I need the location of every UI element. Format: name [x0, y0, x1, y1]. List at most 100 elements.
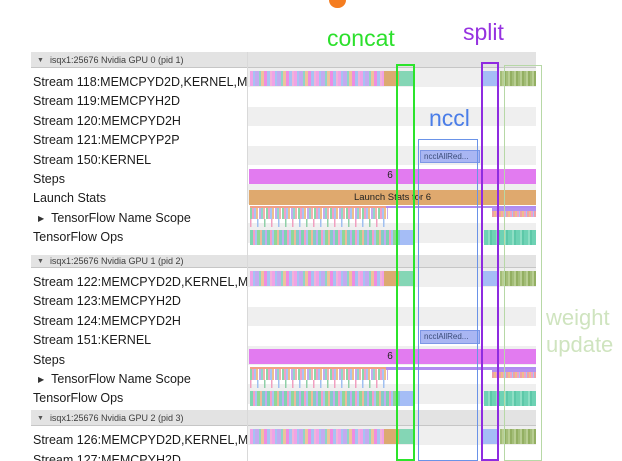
stream-split-segment[interactable] — [482, 271, 498, 286]
annotation-weight-update-line2: update — [546, 332, 614, 357]
row-background — [248, 306, 536, 327]
steps-bar-label: 6 — [387, 350, 393, 362]
stream-split-segment[interactable] — [482, 71, 498, 86]
stream-activity-stripes[interactable] — [250, 271, 384, 286]
row-label-text: Stream 151:KERNEL — [33, 333, 152, 348]
annotation-concat: concat — [327, 25, 395, 51]
row-label-ncclbar: Stream 150:KERNEL — [33, 153, 247, 168]
stream-memcpy-orange-segment[interactable] — [384, 271, 399, 286]
row-label-namescope[interactable]: ▶ TensorFlow Name Scope — [33, 211, 247, 226]
row-label-text: Steps — [33, 352, 65, 367]
row-label-empty: Stream 119:MEMCPYH2D — [33, 94, 247, 109]
annotation-weight-update: weight update — [546, 304, 613, 358]
row-background — [248, 106, 536, 127]
name-scope-tick-comb-descenders[interactable] — [250, 380, 388, 388]
tf-ops-stripes[interactable] — [250, 230, 400, 246]
nccl-allreduce-bar-label: ncclAllRed... — [424, 332, 469, 342]
name-scope-right-cluster[interactable] — [492, 369, 536, 378]
row-label-ops: TensorFlow Ops — [33, 230, 247, 245]
name-scope-tick-comb-descenders[interactable] — [250, 218, 388, 227]
row-label-empty: Stream 123:MEMCPYH2D — [33, 294, 247, 309]
steps-bar[interactable] — [249, 349, 536, 365]
launch-stats-bar[interactable] — [249, 189, 536, 205]
name-scope-tick-comb[interactable] — [250, 369, 388, 380]
stream-memcpy-orange-segment[interactable] — [384, 429, 399, 444]
tf-ops-blue-chip[interactable] — [400, 230, 413, 246]
split-box — [481, 62, 499, 461]
stream-weight-update-segment[interactable] — [500, 429, 536, 444]
tf-ops-blue-chip[interactable] — [400, 391, 413, 407]
row-label-text: Steps — [33, 172, 65, 186]
row-label-text: TensorFlow Name Scope — [51, 372, 191, 386]
nccl-box — [418, 139, 478, 461]
annotation-weight-update-line1: weight — [546, 305, 610, 330]
row-label-text: TensorFlow Ops — [33, 230, 124, 245]
stream-weight-update-segment[interactable] — [500, 271, 536, 286]
name-scope-violet-line[interactable] — [386, 205, 536, 209]
weight-update-box — [504, 65, 542, 461]
stream-split-segment[interactable] — [482, 429, 498, 444]
nccl-allreduce-bar-label: ncclAllRed... — [424, 151, 469, 161]
row-label-empty: Stream 124:MEMCPYD2H — [33, 314, 247, 329]
stream-concat-segment[interactable] — [399, 429, 415, 444]
row-label-text: Stream 123:MEMCPYH2D — [33, 294, 181, 309]
row-label-text: Stream 150:KERNEL — [33, 152, 152, 167]
name-scope-top-line[interactable] — [250, 205, 388, 208]
row-label-empty: Stream 120:MEMCPYD2H — [33, 114, 247, 129]
section-header[interactable]: ▼ isqx1:25676 Nvidia GPU 0 (pid 1) — [31, 52, 536, 68]
row-label-empty: Stream 121:MEMCPYP2P — [33, 133, 247, 148]
section-header[interactable]: ▼ isqx1:25676 Nvidia GPU 2 (pid 3) — [31, 410, 536, 426]
collapse-icon[interactable]: ▼ — [37, 57, 44, 64]
name-scope-top-line[interactable] — [250, 367, 388, 369]
row-label-steps: Steps — [33, 353, 247, 368]
section-title: isqx1:25676 Nvidia GPU 1 (pid 2) — [49, 256, 184, 266]
collapse-icon[interactable]: ▼ — [37, 258, 44, 265]
row-label-text: TensorFlow Name Scope — [51, 210, 191, 225]
row-label-stream: Stream 126:MEMCPYD2D,KERNEL,MI — [33, 433, 247, 448]
row-label-stream: Stream 122:MEMCPYD2D,KERNEL,MI — [33, 275, 247, 290]
row-label-text: Stream 126:MEMCPYD2D,KERNEL,MI — [33, 433, 247, 447]
row-label-ops: TensorFlow Ops — [33, 391, 247, 406]
name-scope-tick-comb[interactable] — [250, 207, 388, 219]
section-title: isqx1:25676 Nvidia GPU 0 (pid 1) — [49, 55, 184, 65]
row-label-launch: Launch Stats — [33, 191, 247, 206]
row-label-text: Stream 120:MEMCPYD2H — [33, 113, 181, 128]
row-label-text: Stream 127:MEMCPYH2D — [33, 453, 181, 461]
stream-memcpy-orange-segment[interactable] — [384, 71, 399, 86]
clipped-orange-glyph — [329, 0, 346, 8]
nccl-allreduce-bar[interactable]: ncclAllRed... — [420, 330, 480, 344]
row-label-text: Stream 121:MEMCPYP2P — [33, 133, 180, 148]
row-label-empty: Stream 127:MEMCPYH2D — [33, 453, 247, 461]
collapse-icon[interactable]: ▼ — [37, 415, 44, 422]
row-label-namescope[interactable]: ▶ TensorFlow Name Scope — [33, 372, 247, 387]
row-label-steps: Steps — [33, 172, 247, 187]
row-label-text: Launch Stats — [33, 191, 106, 206]
row-label-ncclbar: Stream 151:KERNEL — [33, 333, 247, 348]
stream-weight-update-segment[interactable] — [500, 71, 536, 86]
row-label-text: Stream 119:MEMCPYH2D — [33, 94, 181, 109]
tf-ops-stripes[interactable] — [250, 391, 400, 407]
label-timeline-divider — [247, 52, 248, 461]
stream-activity-stripes[interactable] — [250, 71, 384, 86]
launch-stats-bar-label: Launch Stats for 6 — [353, 192, 432, 204]
stream-concat-segment[interactable] — [399, 71, 415, 86]
annotation-nccl: nccl — [429, 105, 470, 131]
stream-concat-segment[interactable] — [399, 271, 415, 286]
steps-bar[interactable] — [249, 168, 536, 184]
name-scope-violet-line[interactable] — [386, 367, 536, 370]
stream-activity-stripes[interactable] — [250, 429, 384, 444]
expand-icon[interactable]: ▶ — [38, 213, 45, 223]
expand-icon[interactable]: ▶ — [38, 375, 45, 384]
name-scope-right-cluster[interactable] — [492, 207, 536, 217]
row-label-stream: Stream 118:MEMCPYD2D,KERNEL,ME — [33, 75, 247, 90]
section-header[interactable]: ▼ isqx1:25676 Nvidia GPU 1 (pid 2) — [31, 255, 536, 268]
row-label-text: Stream 118:MEMCPYD2D,KERNEL,ME — [33, 75, 247, 89]
row-label-text: Stream 122:MEMCPYD2D,KERNEL,MI — [33, 275, 247, 289]
annotation-split: split — [463, 19, 504, 45]
row-label-text: Stream 124:MEMCPYD2H — [33, 313, 181, 328]
nccl-allreduce-bar[interactable]: ncclAllRed... — [420, 149, 480, 164]
row-label-text: TensorFlow Ops — [33, 391, 124, 406]
steps-bar-label: 6 — [387, 170, 393, 181]
section-title: isqx1:25676 Nvidia GPU 2 (pid 3) — [49, 413, 184, 423]
